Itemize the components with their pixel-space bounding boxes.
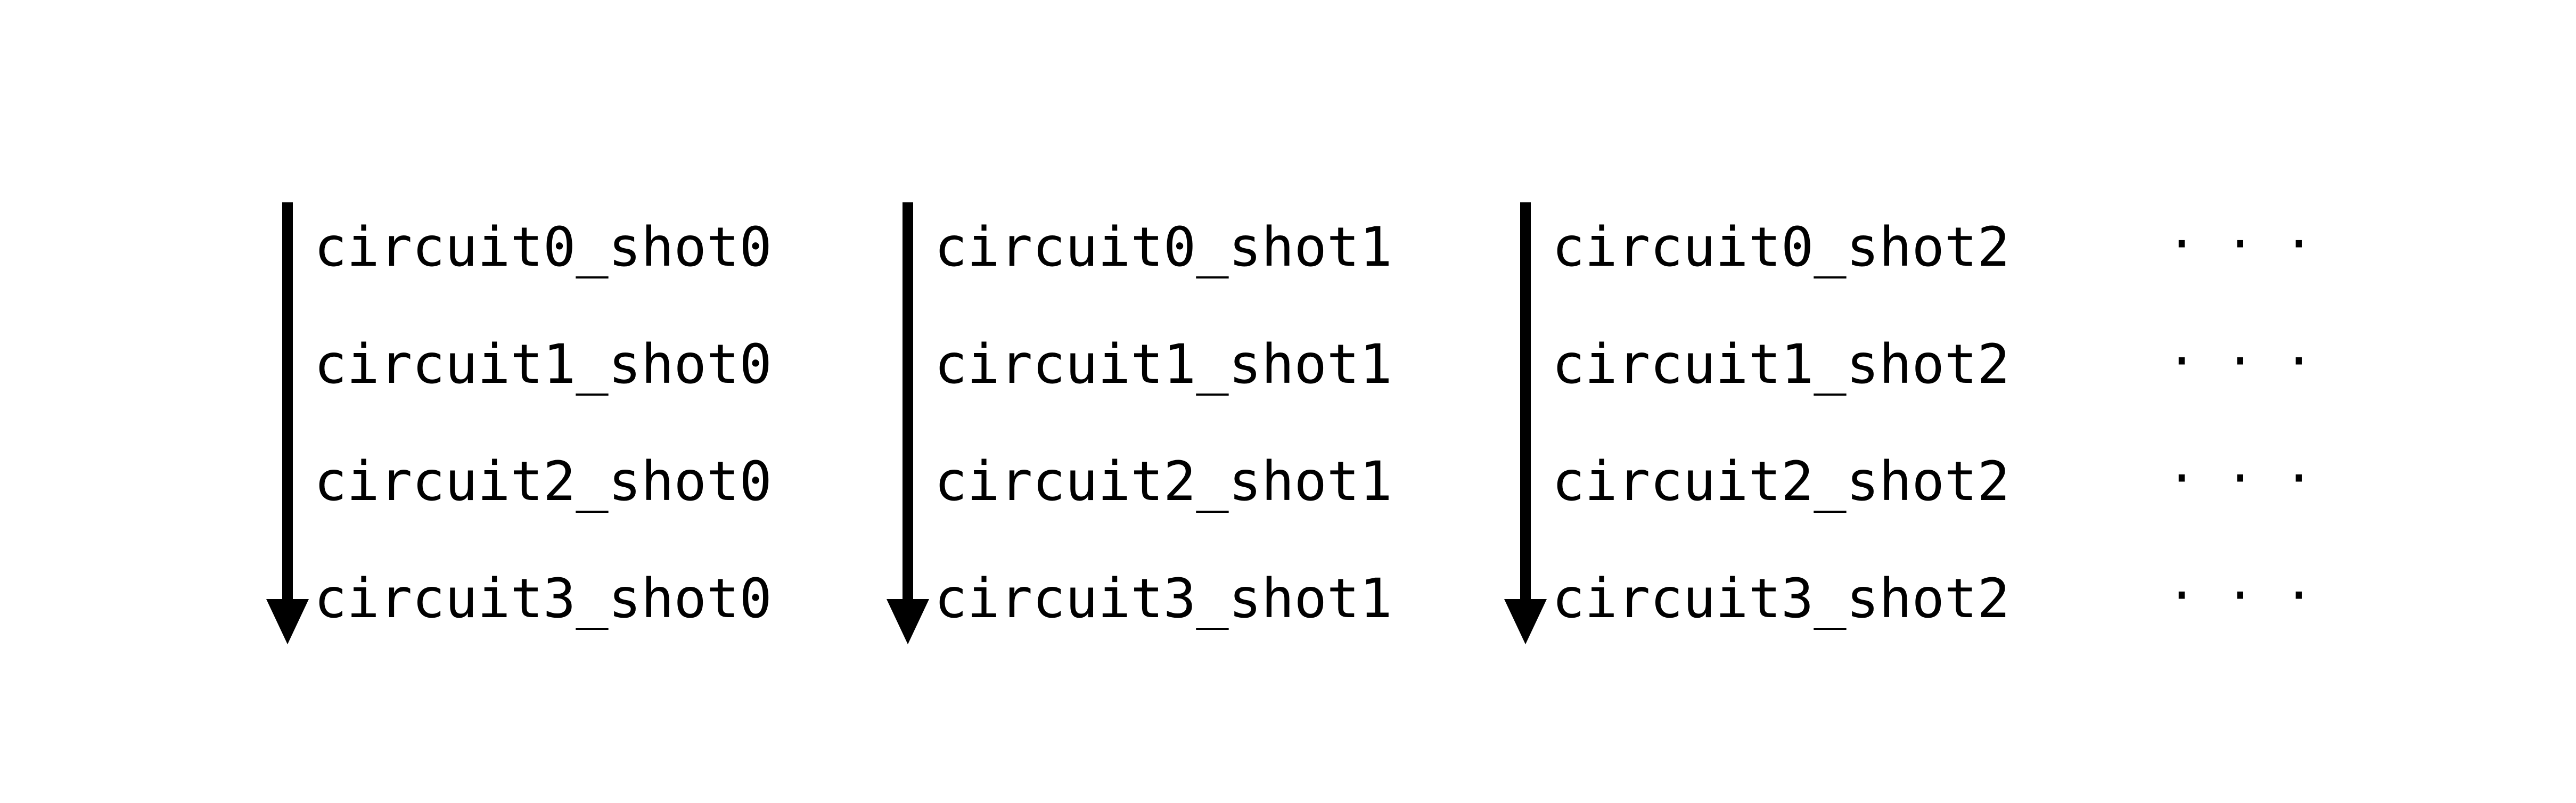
ellipsis-row-2: · · · bbox=[2172, 444, 2319, 512]
cell-circuit1-shot0: circuit1_shot0 bbox=[314, 333, 772, 396]
ellipsis-row-3: · · · bbox=[2172, 561, 2319, 629]
cell-circuit2-shot0: circuit2_shot0 bbox=[314, 450, 772, 513]
cell-circuit3-shot1: circuit3_shot1 bbox=[934, 567, 1392, 630]
cell-circuit3-shot2: circuit3_shot2 bbox=[1552, 567, 2010, 630]
cell-circuit2-shot1: circuit2_shot1 bbox=[934, 450, 1392, 513]
down-arrow-icon bbox=[881, 202, 934, 650]
ellipsis-row-0: · · · bbox=[2172, 210, 2319, 278]
ellipsis-row-1: · · · bbox=[2172, 327, 2319, 395]
cell-circuit0-shot0: circuit0_shot0 bbox=[314, 216, 772, 279]
column-shot2: circuit0_shot2 circuit1_shot2 circuit2_s… bbox=[1499, 202, 2031, 650]
cell-circuit1-shot2: circuit1_shot2 bbox=[1552, 333, 2010, 396]
column-shot0: circuit0_shot0 circuit1_shot0 circuit2_s… bbox=[261, 202, 793, 650]
cell-circuit2-shot2: circuit2_shot2 bbox=[1552, 450, 2010, 513]
cell-circuit0-shot1: circuit0_shot1 bbox=[934, 216, 1392, 279]
down-arrow-icon bbox=[261, 202, 314, 650]
cell-circuit1-shot1: circuit1_shot1 bbox=[934, 333, 1392, 396]
cell-circuit0-shot2: circuit0_shot2 bbox=[1552, 216, 2010, 279]
down-arrow-icon bbox=[1499, 202, 1552, 650]
column-shot1: circuit0_shot1 circuit1_shot1 circuit2_s… bbox=[881, 202, 1414, 650]
cell-circuit3-shot0: circuit3_shot0 bbox=[314, 567, 772, 630]
